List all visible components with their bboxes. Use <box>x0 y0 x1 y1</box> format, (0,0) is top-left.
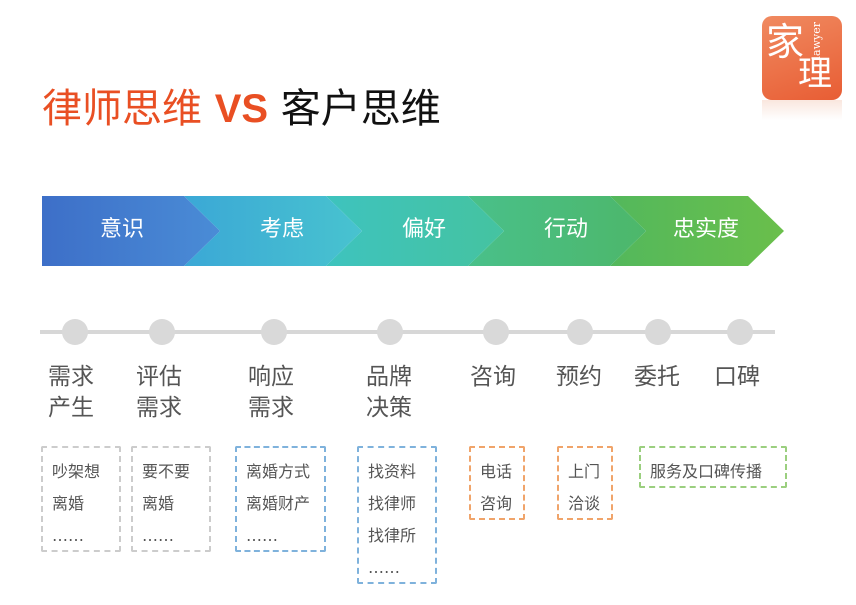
detail-line: 咨询 <box>480 494 513 513</box>
stage-label: 忠实度 <box>672 217 739 242</box>
brand-logo: 家 理 lawyer <box>762 16 842 100</box>
step-label: 评估需求 <box>136 364 182 421</box>
title-vs: VS <box>214 87 269 131</box>
timeline-dot <box>377 319 403 345</box>
timeline-dot <box>567 319 593 345</box>
detail-box: 找资料找律师找律所 …… <box>357 446 437 584</box>
journey-timeline <box>40 330 775 334</box>
step-label: 响应需求 <box>248 364 294 421</box>
timeline-dot <box>261 319 287 345</box>
page-title: 律师思维 VS 客户思维 <box>42 82 441 136</box>
detail-line: 吵架想 <box>52 462 101 481</box>
detail-line: …… <box>142 526 174 545</box>
logo-reflection <box>762 100 842 120</box>
stage-arrow <box>468 196 646 266</box>
stage-label: 意识 <box>99 217 144 242</box>
detail-line: 上门 <box>568 462 601 481</box>
detail-line: …… <box>246 526 278 545</box>
detail-line: 洽谈 <box>568 494 601 513</box>
stage-label: 偏好 <box>401 217 446 242</box>
detail-box: 吵架想离婚 …… <box>41 446 121 552</box>
detail-line: 找资料 <box>368 462 417 481</box>
step-label: 预约 <box>556 364 602 390</box>
detail-line: …… <box>52 526 84 545</box>
stage-arrow <box>184 196 362 266</box>
detail-line: 离婚方式 <box>246 462 311 481</box>
timeline-dot <box>483 319 509 345</box>
detail-line: 服务及口碑传播 <box>650 462 763 481</box>
detail-line: …… <box>368 558 400 577</box>
detail-box: 上门洽谈 <box>557 446 613 520</box>
detail-box: 电话咨询 <box>469 446 525 520</box>
stage-arrow <box>610 196 784 266</box>
timeline-dot <box>645 319 671 345</box>
step-label: 咨询 <box>470 364 516 390</box>
stage-label: 行动 <box>543 217 588 242</box>
step-label: 委托 <box>634 364 680 390</box>
logo-mark-top: 家 <box>766 20 804 64</box>
step-label: 口碑 <box>714 364 760 390</box>
title-client-thinking: 客户思维 <box>280 86 441 132</box>
stage-label: 考虑 <box>259 217 304 242</box>
detail-line: 要不要 <box>142 462 191 481</box>
detail-line: 离婚 <box>52 494 85 513</box>
detail-line: 找律所 <box>368 526 417 545</box>
detail-box: 离婚方式离婚财产 …… <box>235 446 326 552</box>
detail-line: 离婚 <box>142 494 175 513</box>
detail-box: 要不要离婚 …… <box>131 446 211 552</box>
title-lawyer-thinking: 律师思维 <box>42 86 202 132</box>
timeline-dot <box>62 319 88 345</box>
detail-line: 找律师 <box>368 494 417 513</box>
step-label: 品牌决策 <box>366 364 412 421</box>
logo-mark-bottom: 理 <box>798 54 832 94</box>
stage-arrow <box>326 196 504 266</box>
detail-line: 电话 <box>480 462 513 481</box>
step-label: 需求产生 <box>48 364 94 421</box>
stage-arrow <box>42 196 220 266</box>
timeline-dot <box>149 319 175 345</box>
detail-line: 离婚财产 <box>246 494 311 513</box>
detail-box: 服务及口碑传播 <box>639 446 787 488</box>
timeline-dot <box>727 319 753 345</box>
